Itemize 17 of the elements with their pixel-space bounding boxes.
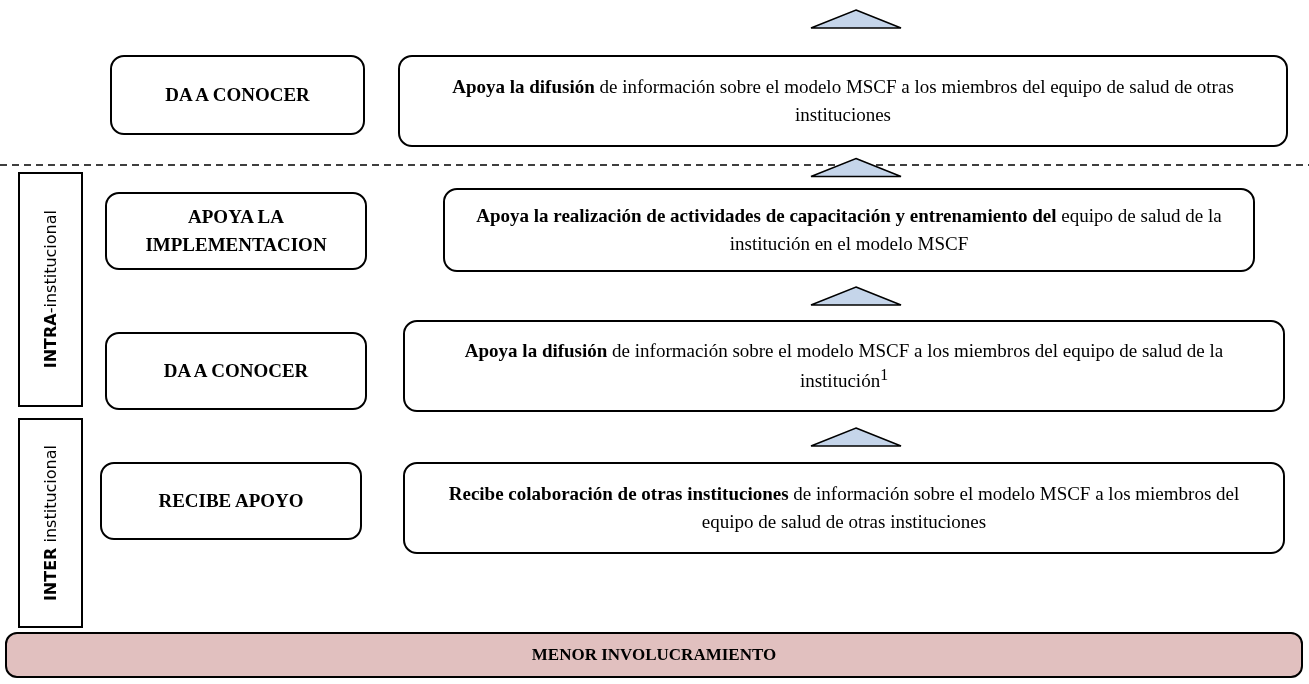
- description-box: Apoya la realización de actividades de capacitación y entrenamiento del equipo de salud de la institución en el modelo MSCF: [443, 188, 1255, 272]
- description-box: Recibe colaboración de otras instituciones de información sobre el modelo MSCF a los miembros del equipo de salud de otras instituciones: [403, 462, 1285, 554]
- stage-box: APOYA LA IMPLEMENTACION: [105, 192, 367, 270]
- base-bar: MENOR INVOLUCRAMIENTO: [5, 632, 1303, 678]
- up-arrow: [810, 9, 902, 29]
- level-label: INTRA-institucional: [39, 210, 61, 369]
- up-arrow: [810, 427, 902, 447]
- stage-box: DA A CONOCER: [110, 55, 365, 135]
- level-bracket-box: [18, 418, 83, 628]
- up-arrow: [810, 286, 902, 306]
- level-bracket-box: [18, 172, 83, 407]
- description-box: Apoya la difusión de información sobre el modelo MSCF a los miembros del equipo de salud de otras instituciones: [398, 55, 1288, 147]
- stage-box: DA A CONOCER: [105, 332, 367, 410]
- up-arrow: [810, 157, 902, 178]
- description-box: Apoya la difusión de información sobre el modelo MSCF a los miembros del equipo de salud de la institución$^{1}$: [403, 320, 1285, 412]
- stage-box: RECIBE APOYO: [100, 462, 362, 540]
- level-label: INTER institucional: [39, 444, 61, 602]
